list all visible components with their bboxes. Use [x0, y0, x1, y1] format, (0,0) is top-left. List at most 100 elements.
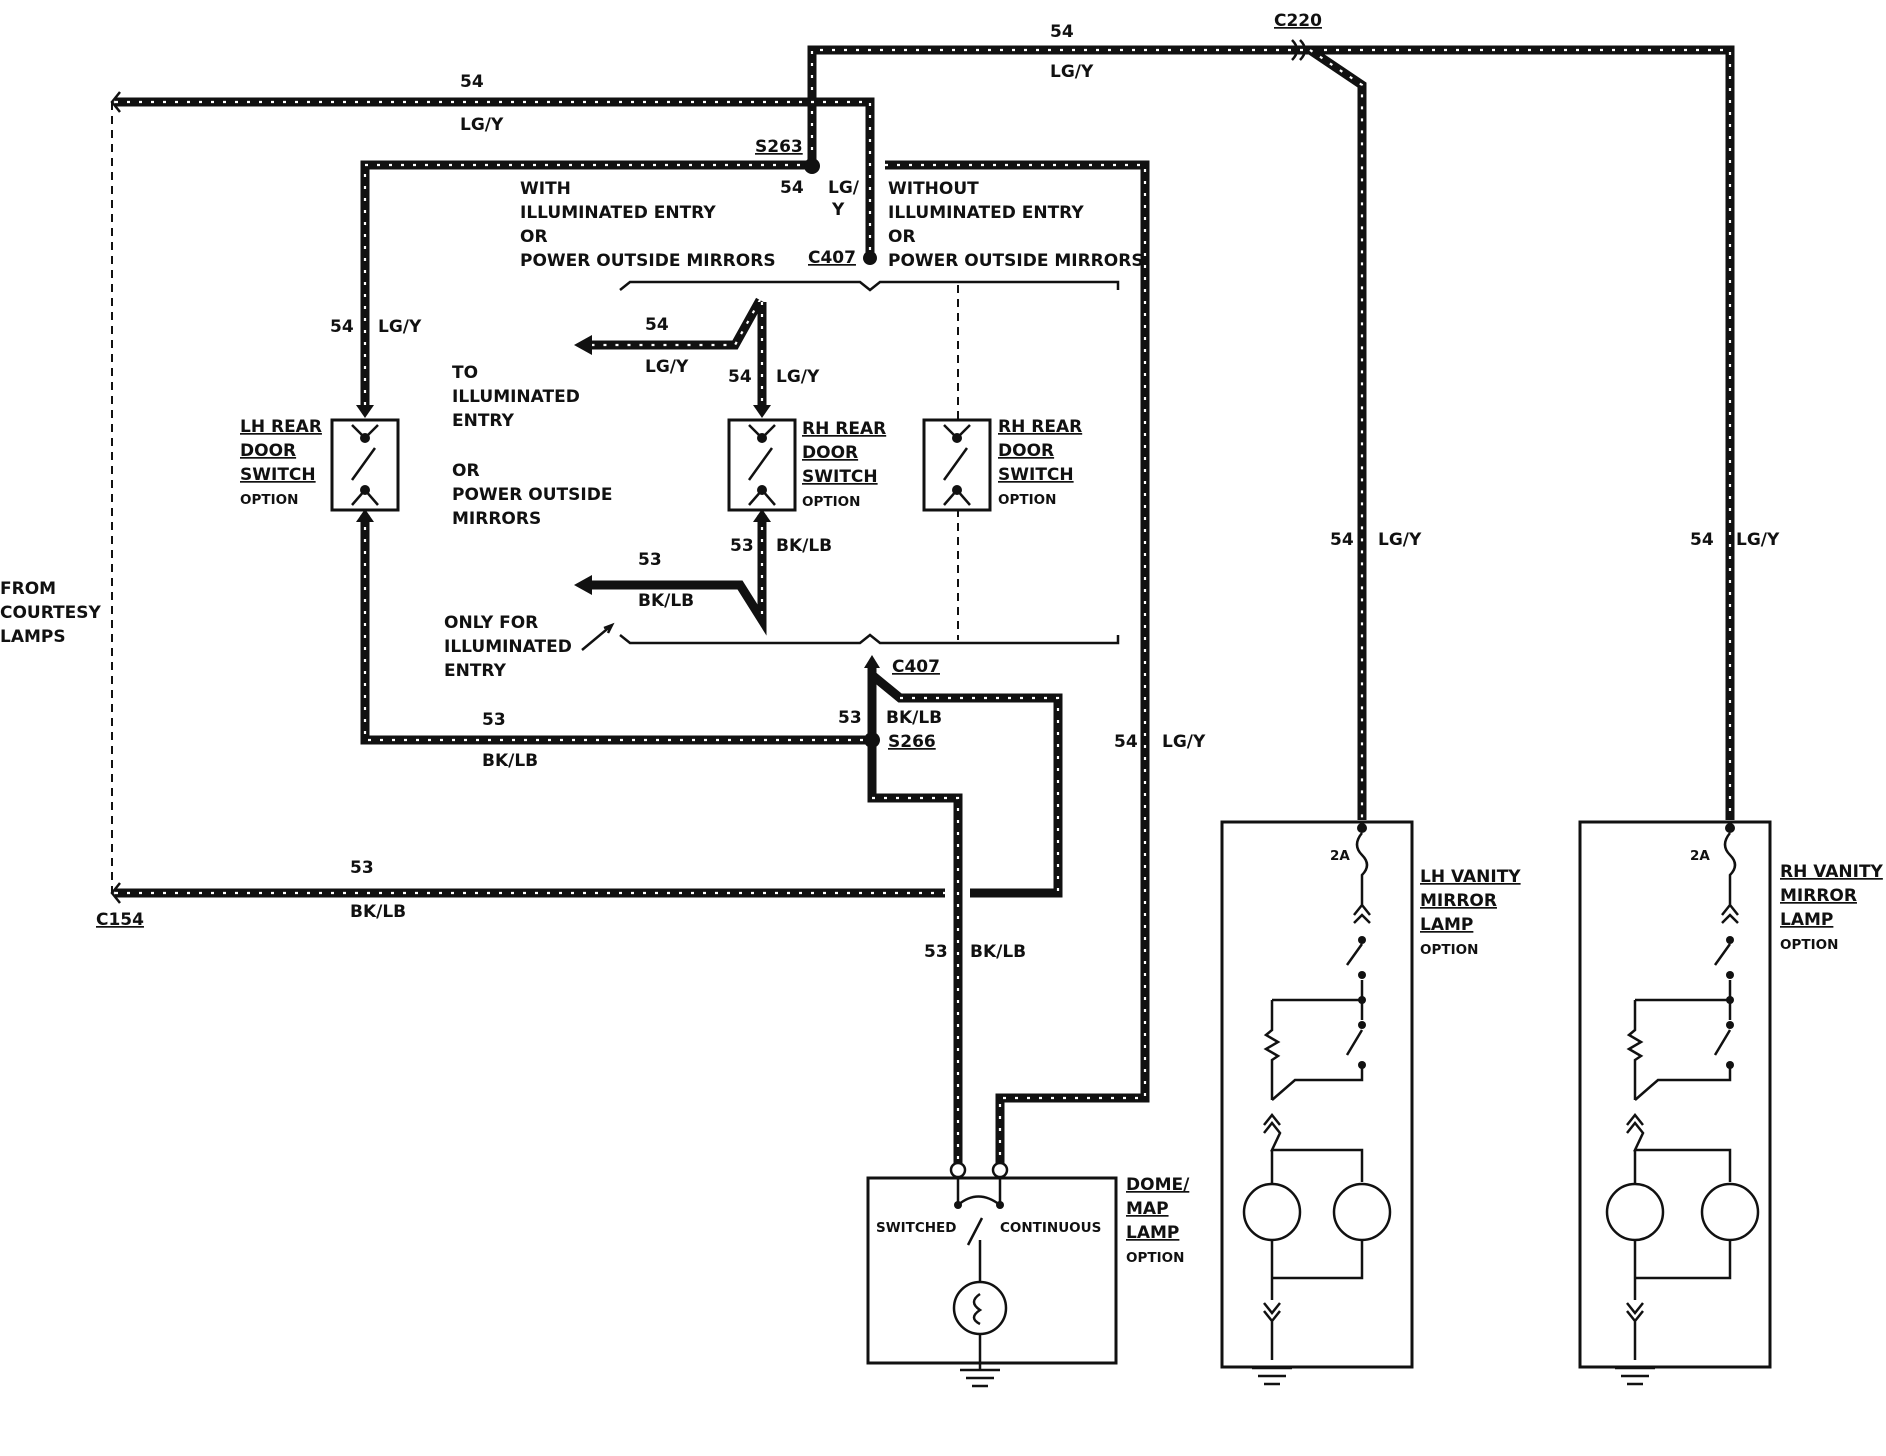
- svg-text:POWER OUTSIDE: POWER OUTSIDE: [452, 485, 612, 505]
- svg-text:COURTESY: COURTESY: [0, 603, 102, 623]
- lh-vanity-bulb-left-icon: [1242, 1182, 1302, 1242]
- svg-text:MIRROR: MIRROR: [1780, 886, 1857, 906]
- svg-text:RH VANITY: RH VANITY: [1780, 862, 1884, 882]
- label-continuous: CONTINUOUS: [1000, 1220, 1101, 1236]
- svg-text:ILLUMINATED ENTRY: ILLUMINATED ENTRY: [888, 203, 1084, 223]
- label-lgy-ie: LG/Y: [645, 357, 689, 377]
- label-bklb-dome: BK/LB: [970, 942, 1026, 962]
- label-lgy-rh-vanity: LG/Y: [1736, 530, 1780, 550]
- s266-splice: [864, 732, 880, 748]
- wires: [115, 45, 1735, 1168]
- svg-text:POWER OUTSIDE MIRRORS: POWER OUTSIDE MIRRORS: [888, 251, 1144, 271]
- label-lgy-top: LG/Y: [1050, 62, 1094, 82]
- svg-text:WITHOUT: WITHOUT: [888, 179, 979, 199]
- svg-text:RH REAR: RH REAR: [802, 419, 886, 439]
- wire-53-dome: [867, 740, 963, 1168]
- label-c407-lower: C407: [892, 657, 940, 677]
- label-53-lh: 53: [482, 710, 506, 730]
- label-s266: S266: [888, 732, 936, 752]
- svg-text:LAMP: LAMP: [1420, 915, 1473, 935]
- wire-54-lh-vanity: [1307, 46, 1367, 820]
- svg-text:OPTION: OPTION: [1126, 1250, 1184, 1266]
- label-53-rh: 53: [730, 536, 754, 556]
- label-rh-rear-door-switch-b: RH REAR DOOR SWITCH OPTION: [998, 417, 1082, 508]
- lh-vanity-mirror-lamp: [1220, 820, 1414, 1386]
- lh-rear-door-switch: [330, 418, 400, 512]
- svg-text:ONLY FOR: ONLY FOR: [444, 613, 538, 633]
- svg-text:TO: TO: [452, 363, 478, 383]
- label-53-courtesy: 53: [350, 858, 374, 878]
- wire-54-rh-door: [592, 297, 764, 350]
- svg-text:SWITCH: SWITCH: [802, 467, 878, 487]
- svg-text:WITH: WITH: [520, 179, 571, 199]
- c220-connector-icon: [1291, 39, 1307, 61]
- arrow-only-illuminated: [574, 575, 592, 595]
- note-without: WITHOUT ILLUMINATED ENTRY OR POWER OUTSI…: [888, 179, 1144, 271]
- svg-text:OPTION: OPTION: [1420, 942, 1478, 958]
- label-bklb-courtesy: BK/LB: [350, 902, 406, 922]
- svg-text:LH VANITY: LH VANITY: [1420, 867, 1521, 887]
- option-bracket-bottom: [619, 633, 1120, 645]
- label-bklb-s266: BK/LB: [886, 708, 942, 728]
- label-s263: S263: [755, 137, 803, 157]
- c154-connector-icon: [110, 91, 121, 904]
- label-53-ie: 53: [638, 550, 662, 570]
- arrow-to-illuminated-entry: [574, 335, 592, 355]
- label-54-lh-vanity: 54: [1330, 530, 1354, 550]
- svg-text:DOOR: DOOR: [802, 443, 858, 463]
- note-with: WITH ILLUMINATED ENTRY OR POWER OUTSIDE …: [520, 179, 776, 271]
- label-c220: C220: [1274, 11, 1322, 31]
- label-54-top: 54: [1050, 22, 1074, 42]
- label-54-courtesy: 54: [460, 72, 484, 92]
- label-y-split: Y: [831, 200, 845, 220]
- wire-53-rh-door: [592, 515, 767, 636]
- label-c407-upper: C407: [808, 248, 856, 268]
- label-54-dome: 54: [1114, 732, 1138, 752]
- svg-text:LH REAR: LH REAR: [240, 417, 322, 437]
- svg-text:ILLUMINATED: ILLUMINATED: [452, 387, 580, 407]
- label-c154: C154: [96, 910, 144, 930]
- label-lgy-dome: LG/Y: [1162, 732, 1206, 752]
- svg-text:DOOR: DOOR: [240, 441, 296, 461]
- svg-text:LAMP: LAMP: [1126, 1223, 1179, 1243]
- label-lg-split: LG/: [828, 178, 860, 198]
- svg-text:OR: OR: [888, 227, 916, 247]
- s263-splice: [804, 158, 820, 174]
- option-bracket-top: [619, 280, 1120, 292]
- label-lh-rear-door-switch: LH REAR DOOR SWITCH OPTION: [240, 417, 322, 508]
- label-53-dome: 53: [924, 942, 948, 962]
- svg-text:SWITCH: SWITCH: [240, 465, 316, 485]
- label-54-lh: 54: [330, 317, 354, 337]
- svg-text:OR: OR: [452, 461, 480, 481]
- note-to-illuminated-entry: TO ILLUMINATED ENTRY OR POWER OUTSIDE MI…: [452, 363, 612, 529]
- rh-vanity-bulb-right-icon: [1700, 1182, 1760, 1242]
- label-54-rh: 54: [728, 367, 752, 387]
- svg-text:DOOR: DOOR: [998, 441, 1054, 461]
- wire-54-courtesy: [115, 97, 875, 258]
- wire-54-dome: [885, 160, 1150, 1168]
- svg-text:MIRRORS: MIRRORS: [452, 509, 541, 529]
- svg-text:FROM: FROM: [0, 579, 56, 599]
- svg-text:OPTION: OPTION: [998, 492, 1056, 508]
- svg-text:LAMPS: LAMPS: [0, 627, 66, 647]
- svg-text:OPTION: OPTION: [802, 494, 860, 510]
- note-only-illuminated-entry: ONLY FOR ILLUMINATED ENTRY: [444, 613, 572, 681]
- svg-text:ILLUMINATED: ILLUMINATED: [444, 637, 572, 657]
- label-53-s266: 53: [838, 708, 862, 728]
- label-rh-vanity-mirror-lamp: RH VANITY MIRROR LAMP OPTION: [1780, 862, 1884, 953]
- note-from-courtesy-lamps: FROM COURTESY LAMPS: [0, 579, 102, 647]
- c407-upper: [863, 251, 877, 265]
- rh-vanity-mirror-lamp: [1578, 820, 1772, 1386]
- label-54-s263: 54: [780, 178, 804, 198]
- svg-text:ENTRY: ENTRY: [452, 411, 515, 431]
- svg-text:MIRROR: MIRROR: [1420, 891, 1497, 911]
- svg-text:SWITCH: SWITCH: [998, 465, 1074, 485]
- svg-text:OR: OR: [520, 227, 548, 247]
- label-lgy-courtesy: LG/Y: [460, 115, 504, 135]
- svg-text:MAP: MAP: [1126, 1199, 1169, 1219]
- label-lgy-rh: LG/Y: [776, 367, 820, 387]
- label-fuse-rh: 2A: [1690, 848, 1710, 864]
- label-lh-vanity-mirror-lamp: LH VANITY MIRROR LAMP OPTION: [1420, 867, 1521, 958]
- svg-text:OPTION: OPTION: [1780, 937, 1838, 953]
